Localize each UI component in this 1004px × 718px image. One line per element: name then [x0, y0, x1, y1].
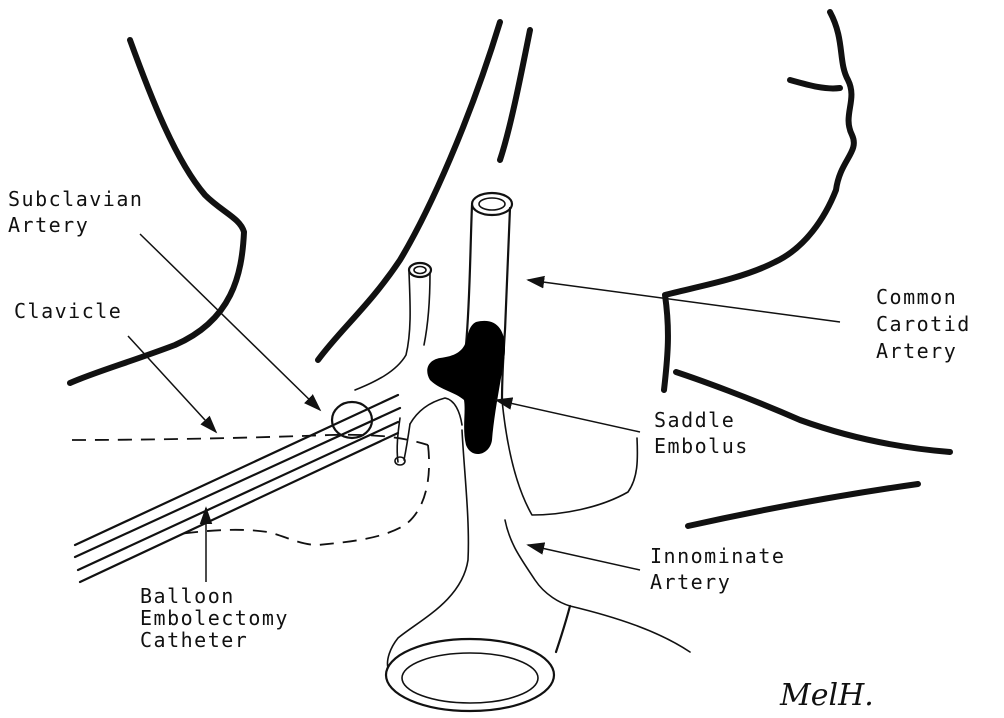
label-clavicle: Clavicle [14, 299, 122, 323]
vertebral-lumen [409, 263, 431, 277]
label-saddle-embolus: Saddle Embolus [654, 408, 749, 458]
balloon-embolectomy-catheter [75, 395, 400, 582]
aortic-arch-ring [386, 639, 554, 711]
pointer-saddle-embolus [496, 400, 640, 432]
catheter-balloon [332, 402, 372, 438]
label-innominate-artery: Innominate Artery [650, 544, 799, 594]
pointer-subclavian [140, 234, 320, 410]
pointer-innominate [528, 545, 640, 570]
label-subclavian-artery: Subclavian Artery [8, 187, 157, 237]
artery-vessels [355, 193, 690, 711]
label-balloon-embolectomy-catheter: Balloon Embolectomy Catheter [140, 584, 303, 652]
pointer-clavicle [128, 336, 216, 432]
carotid-lumen [472, 193, 512, 215]
artist-signature: MelH. [779, 678, 874, 713]
pointer-common-carotid [528, 280, 840, 322]
label-common-carotid-artery: Common Carotid Artery [876, 285, 984, 363]
